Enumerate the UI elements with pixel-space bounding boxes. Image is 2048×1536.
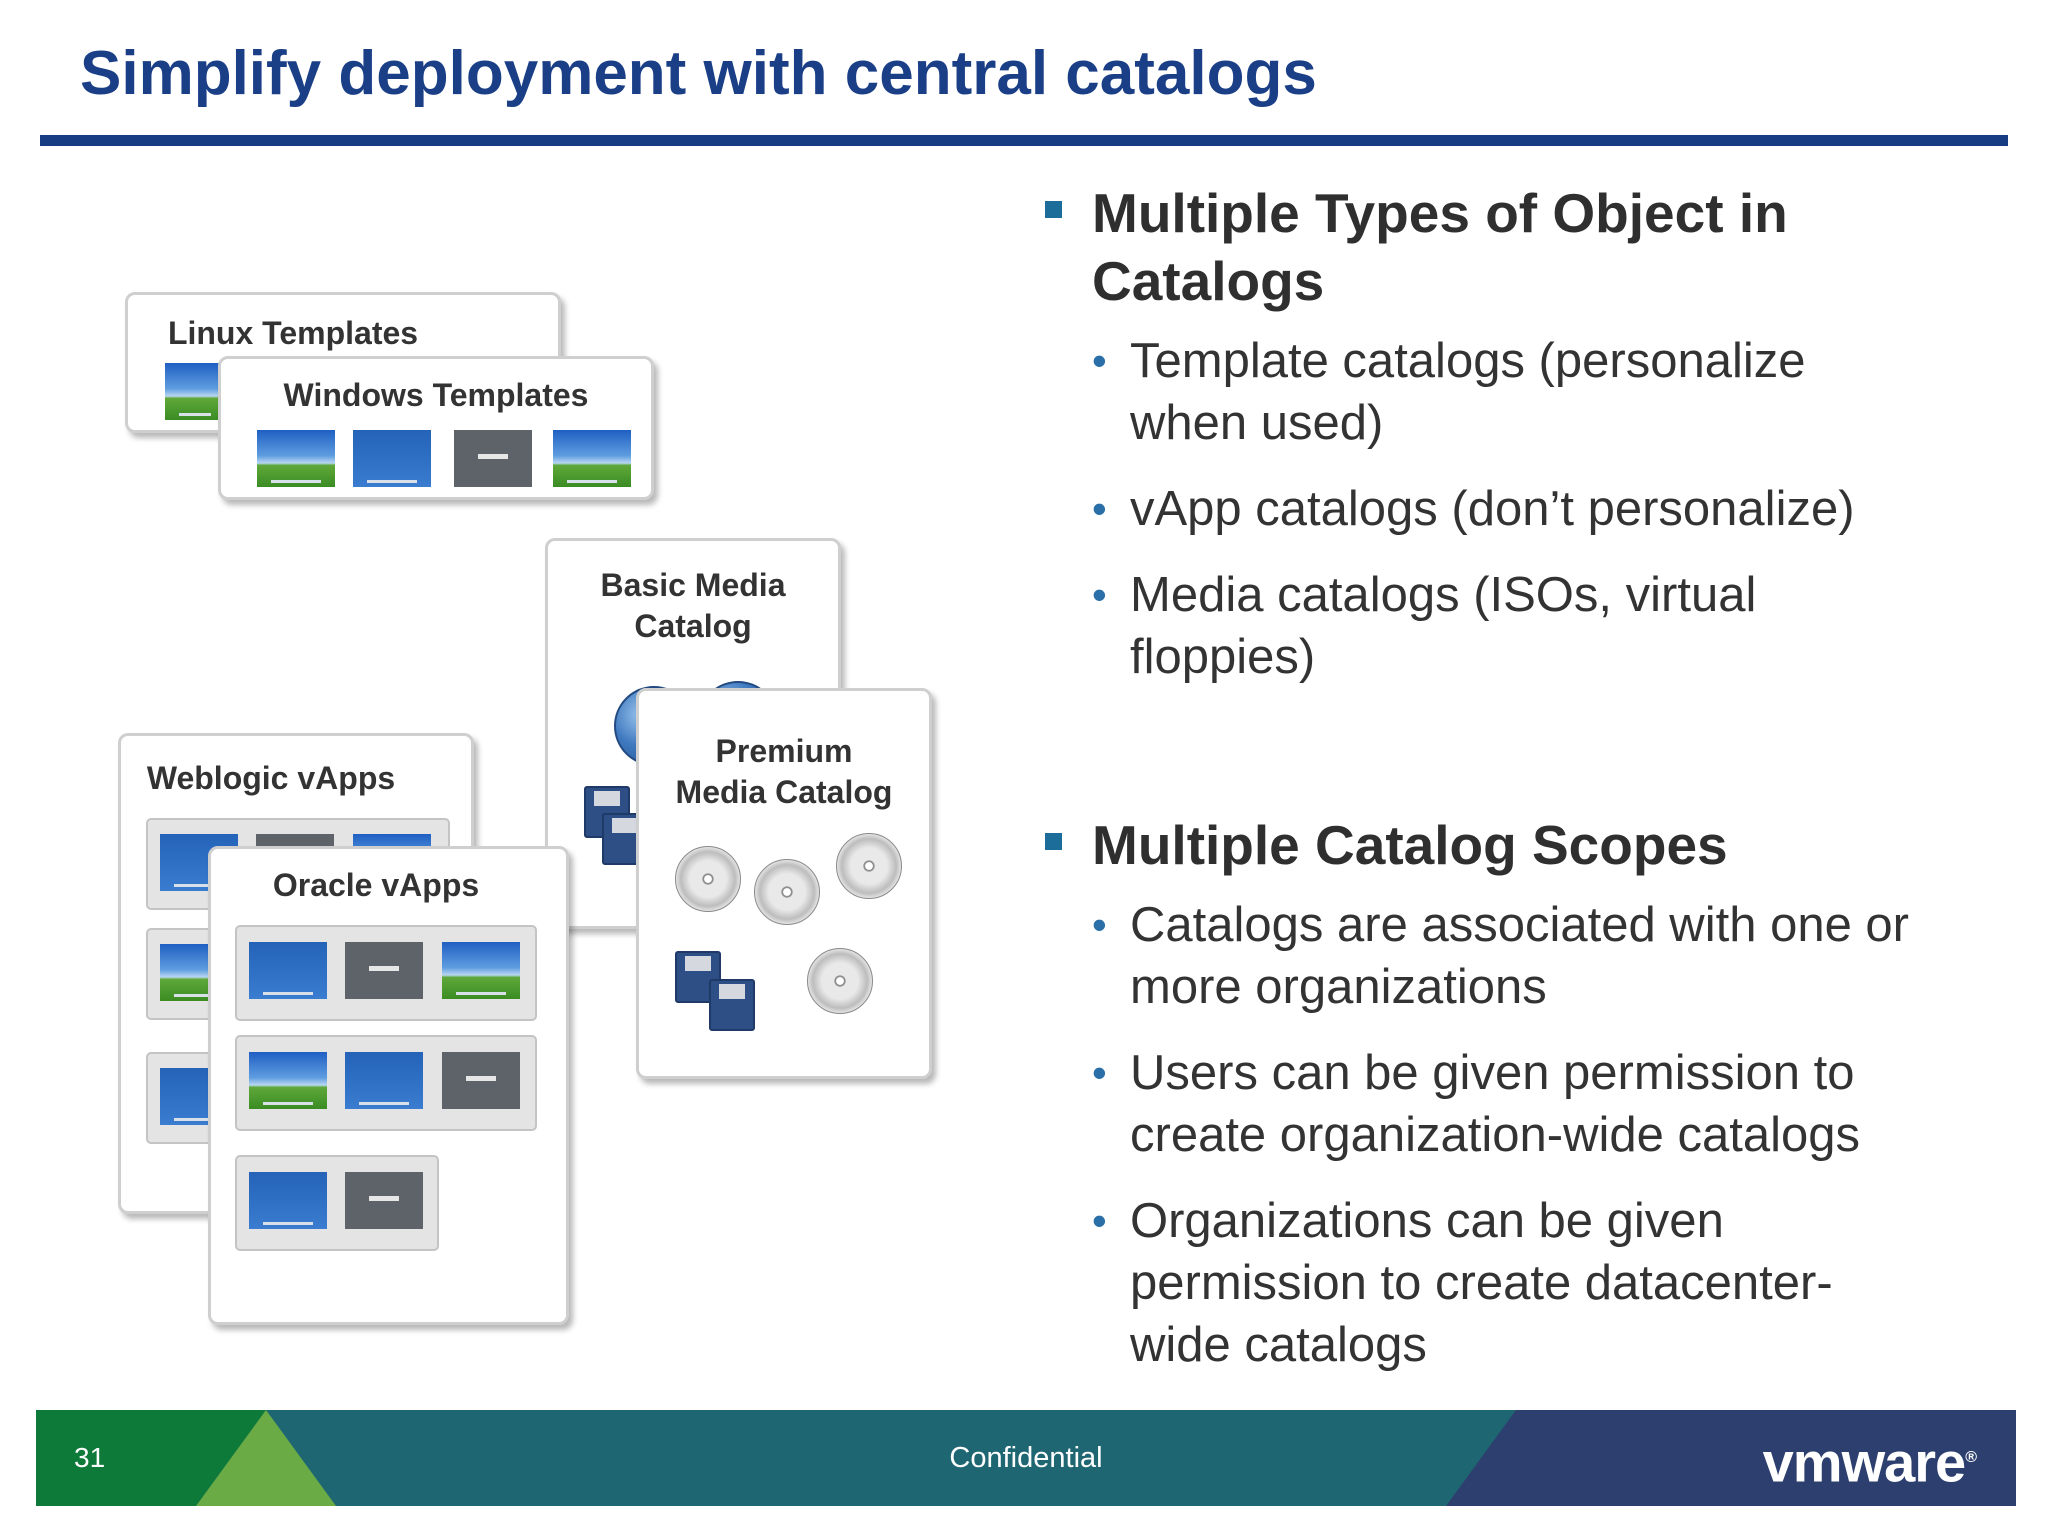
vmware-logo-text: vmware — [1762, 1430, 1967, 1494]
bullet-dot-icon: • — [1092, 1049, 1107, 1096]
vapp-thumbnail — [345, 942, 423, 999]
oracle-vapps-card: Oracle vApps — [208, 846, 569, 1325]
bullet-square-icon — [1045, 833, 1062, 850]
premium-media-label-line2: Media Catalog — [675, 774, 893, 810]
bullet-text-line: wide catalogs — [1130, 1318, 1427, 1372]
oracle-vapps-label: Oracle vApps — [272, 867, 480, 903]
windows-templates-card: Windows Templates — [218, 356, 654, 500]
premium-media-label-line1: Premium — [715, 733, 853, 769]
section-title-line: Multiple Catalog Scopes — [1092, 814, 1728, 876]
title-rule — [40, 135, 2008, 146]
windows-templates-label: Windows Templates — [283, 377, 589, 413]
bullet-dot-icon: • — [1092, 485, 1107, 532]
bullet-text-line: more organizations — [1130, 960, 1547, 1014]
bullet-text-line: Media catalogs (ISOs, virtual — [1130, 568, 1757, 622]
floppy-icon — [709, 979, 755, 1031]
vapp-thumbnail — [442, 942, 520, 999]
section-title-line: Multiple Types of Object in — [1092, 182, 1788, 244]
premium-media-catalog-card: Premium Media Catalog — [636, 688, 932, 1079]
bullet-square-icon — [1045, 201, 1062, 218]
bullet-dot-icon: • — [1092, 1197, 1107, 1244]
slide-title: Simplify deployment with central catalog… — [80, 39, 1317, 108]
vapp-thumbnail — [442, 1052, 520, 1109]
page-number: 31 — [74, 1442, 106, 1473]
bullet-text-line: floppies) — [1130, 630, 1316, 684]
vapp-thumbnail — [345, 1052, 423, 1109]
bullet-dot-icon: • — [1092, 571, 1107, 618]
template-thumbnail — [165, 363, 225, 420]
bullet-text-line: create organization-wide catalogs — [1130, 1108, 1860, 1162]
bullet-text-line: permission to create datacenter- — [1130, 1256, 1833, 1310]
section-title-line: Catalogs — [1092, 250, 1325, 312]
template-thumbnail — [353, 430, 431, 487]
cd-disc-icon — [675, 846, 741, 912]
template-thumbnail — [553, 430, 631, 487]
basic-media-label-line2: Catalog — [634, 608, 752, 644]
cd-disc-icon — [836, 833, 902, 899]
bullet-dot-icon: • — [1092, 337, 1107, 384]
vapp-thumbnail — [249, 942, 327, 999]
confidential-label: Confidential — [949, 1442, 1103, 1474]
vapp-tray — [235, 1155, 439, 1251]
template-thumbnail — [257, 430, 335, 487]
linux-templates-label: Linux Templates — [167, 315, 419, 351]
bullet-text-line: when used) — [1130, 396, 1384, 450]
bullet-text-line: Organizations can be given — [1130, 1194, 1724, 1248]
vapp-thumbnail — [345, 1172, 423, 1229]
bullet-text-line: Template catalogs (personalize — [1130, 334, 1806, 388]
cd-disc-icon — [754, 859, 820, 925]
bullet-dot-icon: • — [1092, 901, 1107, 948]
vapp-tray — [235, 1035, 537, 1131]
footer-bar: 31 Confidential vmware® — [36, 1410, 2016, 1506]
weblogic-vapps-label: Weblogic vApps — [146, 760, 396, 796]
bullet-text-line: vApp catalogs (don’t personalize) — [1130, 482, 1855, 536]
basic-media-label-line1: Basic Media — [600, 567, 786, 603]
bullet-text-line: Users can be given permission to — [1130, 1046, 1855, 1100]
cd-disc-icon — [807, 948, 873, 1014]
template-thumbnail — [454, 430, 532, 487]
vapp-thumbnail — [249, 1052, 327, 1109]
vapp-thumbnail — [249, 1172, 327, 1229]
bullet-text-line: Catalogs are associated with one or — [1130, 898, 1909, 952]
vapp-tray — [235, 925, 537, 1021]
footer-decoration — [36, 1410, 2016, 1506]
vmware-logo: vmware® — [1762, 1430, 1977, 1494]
